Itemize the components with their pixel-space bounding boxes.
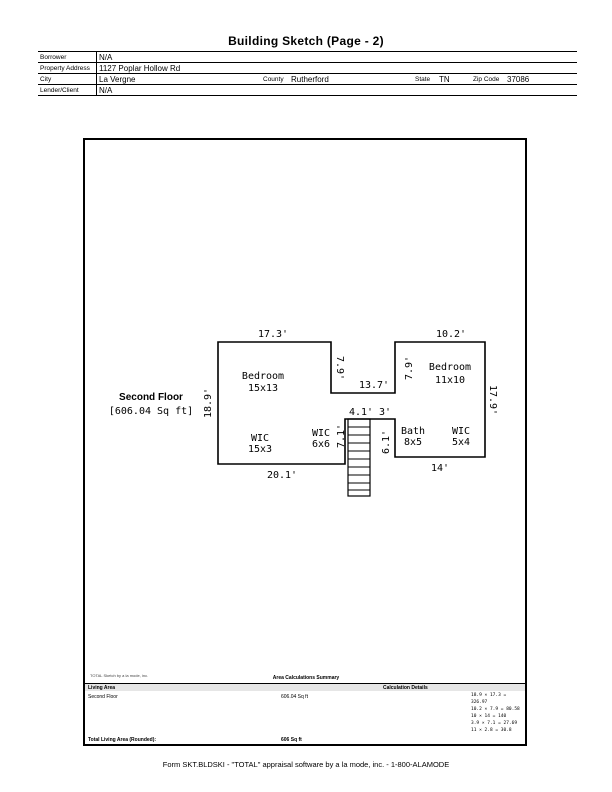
room-wic-1-name: WIC xyxy=(251,433,269,444)
sketch-frame xyxy=(83,138,527,746)
summary-header-bar xyxy=(85,684,525,691)
dim-stair-top-left: 4.1' xyxy=(349,407,373,418)
room-wic-2-size: 6x6 xyxy=(312,439,330,450)
area-summary: Living Area Calculation Details Second F… xyxy=(85,683,525,745)
borrower-label: Borrower xyxy=(38,51,97,63)
room-bedroom-2-name: Bedroom xyxy=(429,362,471,373)
summary-title: Area Calculations Summary xyxy=(272,675,340,681)
city-value: La Vergne xyxy=(96,73,261,85)
address-value: 1127 Poplar Hollow Rd xyxy=(96,62,577,74)
borrower-value: N/A xyxy=(96,51,577,63)
calc-line: 10 × 14 = 140 xyxy=(471,714,507,719)
dim-mid: 13.7' xyxy=(359,380,389,391)
total-living-area-label: Total Living Area (Rounded): xyxy=(88,737,157,743)
room-wic-3-size: 5x4 xyxy=(452,437,470,448)
floor-name: Second Floor xyxy=(119,392,183,403)
room-bath-name: Bath xyxy=(401,426,425,437)
room-bedroom-1-size: 15x13 xyxy=(248,383,278,394)
floor-outline xyxy=(217,341,486,465)
room-bath-size: 8x5 xyxy=(404,437,422,448)
dim-bottom-left: 20.1' xyxy=(267,470,297,481)
dim-notch-left: 7.9' xyxy=(334,356,345,380)
brand-note: TOTAL Sketch by a la mode, inc. xyxy=(90,673,149,678)
calc-line: 11 × 2.8 = 30.8 xyxy=(471,728,512,733)
total-living-area-value: 606 Sq ft xyxy=(281,737,302,743)
dim-left: 18.9' xyxy=(203,388,214,418)
stair-treads xyxy=(348,426,370,491)
floor-area: [606.04 Sq ft] xyxy=(109,406,193,417)
city-label: City xyxy=(38,73,97,85)
dim-stair-top-right: 3' xyxy=(379,407,391,418)
footer-text: Form SKT.BLDSKI - "TOTAL" appraisal soft… xyxy=(162,760,450,769)
room-bedroom-1-name: Bedroom xyxy=(242,371,284,382)
dim-bottom-right: 14' xyxy=(431,463,449,474)
dim-right: 17.9' xyxy=(487,385,498,415)
calc-line: 3.9 × 7.1 = 27.69 xyxy=(471,721,518,726)
county-value: Rutherford xyxy=(289,73,413,85)
page-title: Building Sketch (Page - 2) xyxy=(228,34,384,48)
room-wic-1-size: 15x3 xyxy=(248,444,272,455)
lender-label: Lender/Client xyxy=(38,84,97,96)
property-info-table: Borrower N/A Property Address 1127 Popla… xyxy=(38,51,577,96)
room-bedroom-2-size: 11x10 xyxy=(435,375,465,386)
dim-stair-right: 6.1' xyxy=(381,430,392,454)
state-value: TN xyxy=(437,73,471,85)
county-label: County xyxy=(261,73,289,85)
room-wic-3-name: WIC xyxy=(452,426,470,437)
calc-list: 18.9 × 17.3 = 326.97 10.2 × 7.9 = 80.58 … xyxy=(471,692,525,734)
dim-top-right: 10.2' xyxy=(436,329,466,340)
summary-floor-value: 606.04 Sq ft xyxy=(281,694,308,700)
stair-outline xyxy=(347,418,371,497)
state-label: State xyxy=(413,73,437,85)
living-area-label: Living Area xyxy=(88,685,116,691)
calc-line: 10.2 × 7.9 = 80.58 xyxy=(471,707,520,712)
dim-stair-left: 7.1' xyxy=(336,424,347,448)
zip-label: Zip Code xyxy=(471,73,505,85)
summary-floor-name: Second Floor xyxy=(88,694,118,700)
calc-details-label: Calculation Details xyxy=(383,685,428,691)
room-wic-2-name: WIC xyxy=(312,428,330,439)
address-label: Property Address xyxy=(38,62,97,74)
zip-value: 37086 xyxy=(505,73,577,85)
calc-line: 18.9 × 17.3 = 326.97 xyxy=(471,693,507,705)
dim-top-left: 17.3' xyxy=(258,329,288,340)
lender-value: N/A xyxy=(96,84,577,96)
dim-notch-right: 7.9' xyxy=(404,356,415,380)
